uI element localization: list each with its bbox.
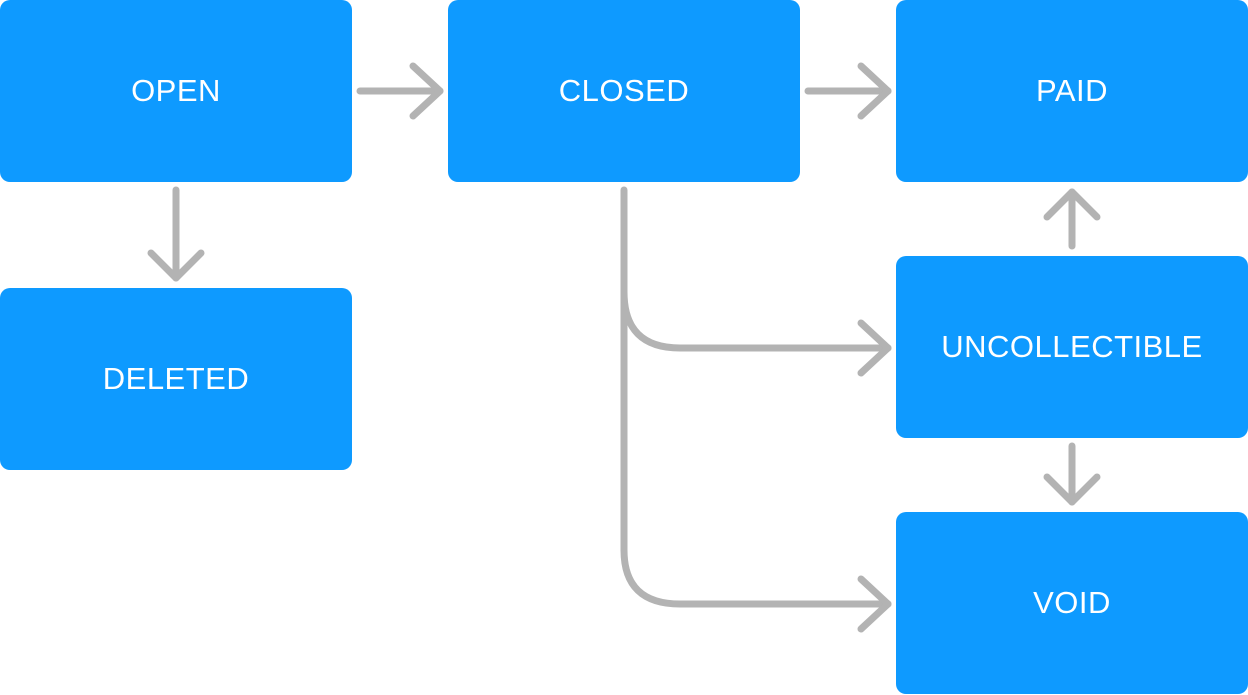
node-void-label: VOID — [1033, 585, 1111, 620]
arrow-closed-to-paid — [804, 62, 892, 120]
node-deleted-label: DELETED — [102, 361, 250, 396]
node-uncollectible-label: UNCOLLECTIBLE — [941, 329, 1203, 364]
arrow-open-to-closed — [356, 62, 444, 120]
node-uncollectible: UNCOLLECTIBLE — [896, 256, 1248, 438]
arrow-closed-to-void — [620, 546, 892, 633]
node-void: VOID — [896, 512, 1248, 694]
node-open: OPEN — [0, 0, 352, 182]
node-closed-label: CLOSED — [558, 73, 690, 108]
node-closed: CLOSED — [448, 0, 800, 182]
node-deleted: DELETED — [0, 288, 352, 470]
arrow-uncollectible-to-paid — [1043, 188, 1101, 250]
arrow-uncollectible-to-void — [1043, 442, 1101, 506]
arrow-closed-to-uncollectible — [620, 288, 892, 377]
node-paid-label: PAID — [1035, 73, 1109, 108]
node-open-label: OPEN — [131, 73, 221, 108]
node-paid: PAID — [896, 0, 1248, 182]
arrow-open-to-deleted — [147, 186, 205, 282]
